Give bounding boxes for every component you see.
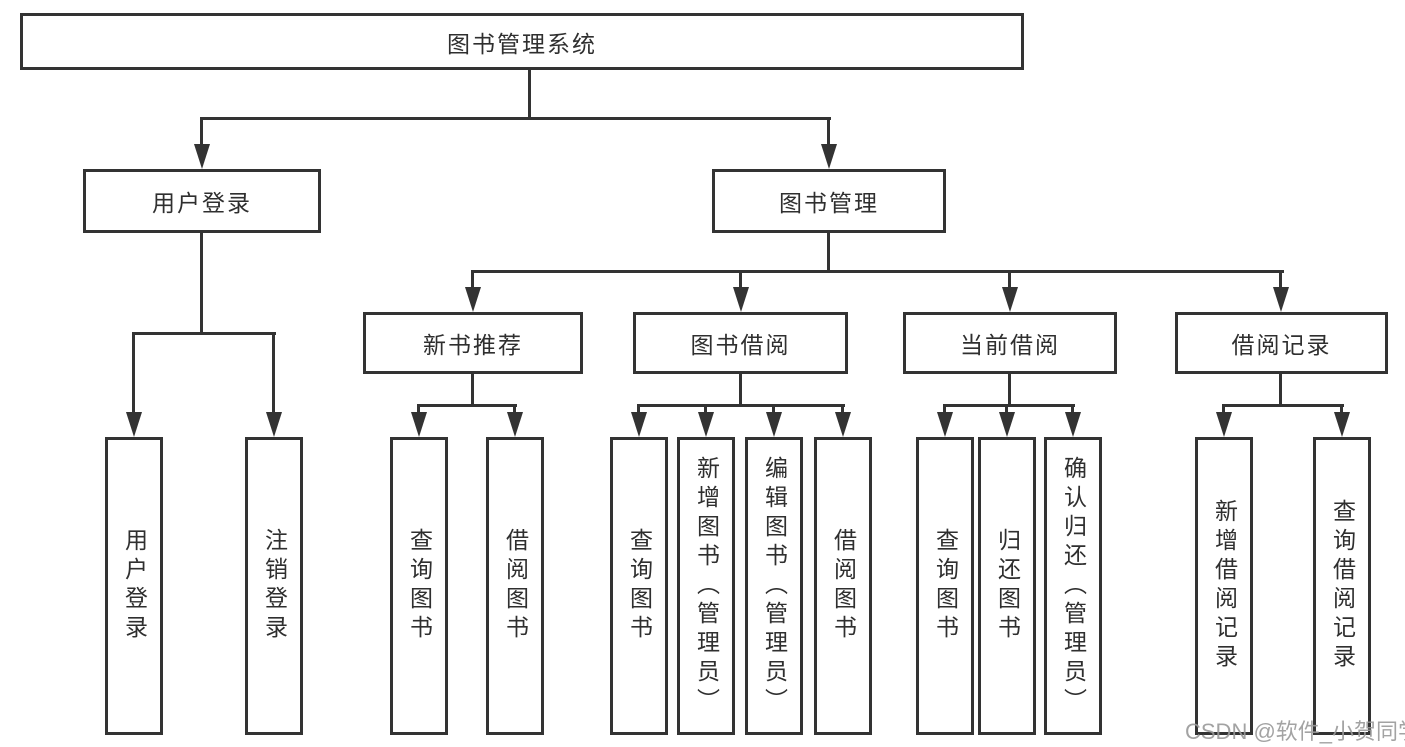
node-new-book-recommend: 新书推荐 <box>363 312 583 374</box>
leaf-logout: 注销登录 <box>245 437 303 735</box>
node-book-management: 图书管理 <box>712 169 946 233</box>
node-book-borrowing-label: 图书借阅 <box>690 332 791 358</box>
arrowhead-cb-return <box>999 412 1015 437</box>
arrowhead-leaf-logout <box>266 412 282 437</box>
arrowhead-nbr-borrow <box>507 412 523 437</box>
leaf-bb-query-books: 查询图书 <box>610 437 668 735</box>
arrowhead-new-book-recommend <box>465 287 481 312</box>
edge-user-login-stem <box>200 233 203 334</box>
arrowhead-br-query <box>1334 412 1350 437</box>
edge-drop-book-management <box>827 117 830 150</box>
arrowhead-bb-add <box>698 412 714 437</box>
edge-drop-leaf-user-login <box>132 332 135 414</box>
arrowhead-borrowing-records <box>1273 287 1289 312</box>
arrowhead-book-management <box>821 144 837 169</box>
leaf-cb-confirm-return-admin-label: 确认归还（管理员） <box>1060 455 1087 717</box>
arrowhead-bb-borrow <box>835 412 851 437</box>
leaf-bb-borrow-books: 借阅图书 <box>814 437 872 735</box>
leaf-br-add-record-label: 新增借阅记录 <box>1211 499 1238 673</box>
edge-drop-nbr-query <box>417 404 420 414</box>
arrowhead-leaf-user-login <box>126 412 142 437</box>
edge-drop-bb-query <box>637 404 640 414</box>
edge-root-bus <box>201 117 831 120</box>
node-borrowing-records: 借阅记录 <box>1175 312 1388 374</box>
edge-drop-br-add <box>1222 404 1225 414</box>
edge-drop-borrowing-records <box>1279 270 1282 288</box>
leaf-nbr-borrow-books-label: 借阅图书 <box>502 528 529 644</box>
leaf-br-query-record: 查询借阅记录 <box>1313 437 1371 735</box>
edge-drop-new-book-recommend <box>471 270 474 288</box>
node-user-login: 用户登录 <box>83 169 321 233</box>
edge-user-login-bus <box>132 332 276 335</box>
arrowhead-book-borrowing <box>733 287 749 312</box>
leaf-nbr-borrow-books: 借阅图书 <box>486 437 544 735</box>
edge-drop-bb-edit <box>772 404 775 414</box>
edge-book-management-stem <box>827 233 830 273</box>
edge-cb-stem <box>1008 374 1011 406</box>
node-current-borrowing-label: 当前借阅 <box>960 332 1060 358</box>
edge-drop-cb-confirm <box>1071 404 1074 414</box>
edge-drop-book-borrowing <box>739 270 742 288</box>
node-new-book-recommend-label: 新书推荐 <box>423 332 523 358</box>
edge-drop-nbr-borrow <box>513 404 516 414</box>
arrowhead-user-login <box>194 144 210 169</box>
arrowhead-br-add <box>1216 412 1232 437</box>
edge-drop-br-query <box>1340 404 1343 414</box>
edge-cb-bus <box>943 404 1075 407</box>
edge-drop-bb-add <box>704 404 707 414</box>
edge-book-management-bus <box>471 270 1284 273</box>
leaf-bb-add-books-admin: 新增图书（管理员） <box>677 437 735 735</box>
edge-nbr-bus <box>417 404 517 407</box>
edge-br-bus <box>1222 404 1344 407</box>
arrowhead-current-borrowing <box>1002 287 1018 312</box>
edge-nbr-stem <box>471 374 474 406</box>
leaf-br-query-record-label: 查询借阅记录 <box>1329 499 1356 673</box>
leaf-user-login-label: 用户登录 <box>121 528 148 644</box>
edge-drop-leaf-logout <box>272 332 275 414</box>
node-library-system: 图书管理系统 <box>20 13 1024 70</box>
leaf-bb-edit-books-admin: 编辑图书（管理员） <box>745 437 803 735</box>
leaf-bb-edit-books-admin-label: 编辑图书（管理员） <box>761 455 788 717</box>
edge-drop-user-login <box>200 117 203 150</box>
leaf-bb-borrow-books-label: 借阅图书 <box>830 528 857 644</box>
edge-bb-stem <box>739 374 742 406</box>
edge-br-stem <box>1279 374 1282 406</box>
node-library-system-label: 图书管理系统 <box>447 30 597 57</box>
edge-drop-bb-borrow <box>841 404 844 414</box>
leaf-cb-return-books: 归还图书 <box>978 437 1036 735</box>
node-user-login-label: 用户登录 <box>152 190 252 216</box>
leaf-nbr-query-books-label: 查询图书 <box>406 528 433 644</box>
arrowhead-bb-edit <box>766 412 782 437</box>
leaf-bb-query-books-label: 查询图书 <box>626 528 653 644</box>
leaf-nbr-query-books: 查询图书 <box>390 437 448 735</box>
edge-bb-bus <box>637 404 845 407</box>
leaf-logout-label: 注销登录 <box>261 528 288 644</box>
leaf-cb-confirm-return-admin: 确认归还（管理员） <box>1044 437 1102 735</box>
arrowhead-cb-query <box>937 412 953 437</box>
leaf-bb-add-books-admin-label: 新增图书（管理员） <box>693 455 720 717</box>
csdn-watermark: CSDN @软件_小贺同学 <box>1185 719 1405 744</box>
node-book-management-label: 图书管理 <box>779 190 879 216</box>
edge-drop-cb-return <box>1005 404 1008 414</box>
edge-drop-current-borrowing <box>1008 270 1011 288</box>
arrowhead-bb-query <box>631 412 647 437</box>
arrowhead-cb-confirm <box>1065 412 1081 437</box>
edge-drop-cb-query <box>943 404 946 414</box>
arrowhead-nbr-query <box>411 412 427 437</box>
node-borrowing-records-label: 借阅记录 <box>1231 332 1332 358</box>
leaf-user-login: 用户登录 <box>105 437 163 735</box>
leaf-cb-query-books-label: 查询图书 <box>932 528 959 644</box>
node-book-borrowing: 图书借阅 <box>633 312 848 374</box>
leaf-cb-return-books-label: 归还图书 <box>994 528 1021 644</box>
leaf-cb-query-books: 查询图书 <box>916 437 974 735</box>
node-current-borrowing: 当前借阅 <box>903 312 1117 374</box>
edge-root-stem <box>528 70 531 118</box>
leaf-br-add-record: 新增借阅记录 <box>1195 437 1253 735</box>
